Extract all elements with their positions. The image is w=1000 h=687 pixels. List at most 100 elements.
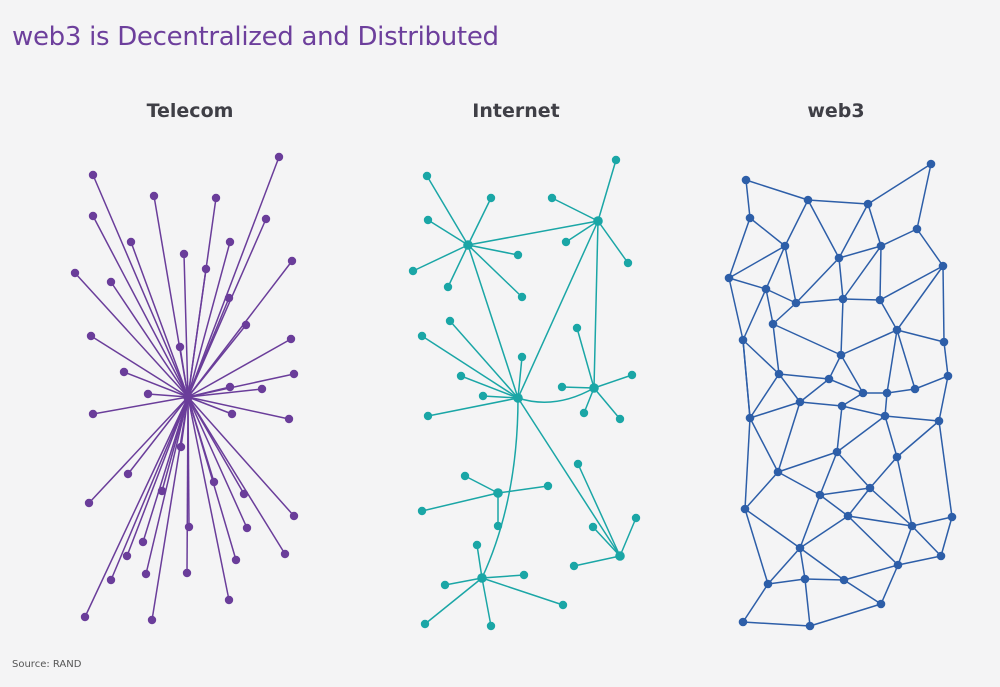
web3-link: [749, 217, 786, 247]
web3-link: [841, 405, 886, 417]
web3-node: [893, 560, 903, 570]
telecom-node: [70, 268, 80, 278]
internet-hub-node: [589, 383, 599, 393]
web3-node: [926, 159, 936, 169]
internet-link: [481, 577, 492, 627]
telecom-link: [123, 371, 189, 398]
web3-link: [914, 375, 949, 390]
telecom-link: [127, 396, 189, 475]
web3-link: [772, 302, 797, 325]
telecom-link: [183, 253, 189, 398]
internet-link: [424, 577, 483, 625]
internet-node: [478, 391, 488, 401]
web3-link: [886, 388, 916, 394]
web3-link: [784, 199, 809, 247]
internet-node: [472, 540, 482, 550]
web3-link: [799, 547, 845, 581]
web3-link: [765, 288, 774, 325]
telecom-node: [274, 152, 284, 162]
web3-node: [938, 261, 948, 271]
telecom-node: [286, 334, 296, 344]
web3-node: [724, 273, 734, 283]
internet-label: Internet: [472, 100, 560, 122]
internet-link: [464, 475, 499, 494]
web3-link: [744, 508, 801, 549]
telecom-node: [239, 489, 249, 499]
internet-hub-link: [481, 397, 519, 579]
internet-link: [426, 175, 469, 246]
telecom-node: [88, 170, 98, 180]
web3-link: [911, 525, 942, 557]
internet-link: [460, 375, 519, 399]
web3-node: [882, 388, 892, 398]
telecom-node: [88, 409, 98, 419]
internet-link: [444, 577, 483, 586]
internet-node: [417, 331, 427, 341]
internet-node: [422, 171, 432, 181]
web3-link: [897, 555, 942, 566]
telecom-node: [257, 384, 267, 394]
telecom-node: [284, 414, 294, 424]
web3-node: [761, 284, 771, 294]
internet-node: [611, 155, 621, 165]
web3-link: [749, 373, 780, 419]
telecom-link: [187, 396, 286, 555]
web3-link: [778, 373, 830, 380]
internet-link: [467, 244, 523, 298]
telecom-link: [92, 215, 189, 398]
telecom-node: [225, 237, 235, 247]
web3-link: [744, 508, 769, 585]
web3-link: [772, 323, 780, 375]
web3-link: [842, 298, 881, 301]
web3-link: [807, 199, 869, 205]
web3-node: [912, 224, 922, 234]
internet-link: [597, 220, 629, 264]
internet-link: [597, 159, 617, 222]
telecom-link: [147, 393, 189, 398]
web3-link: [777, 471, 821, 496]
web3-node: [824, 374, 834, 384]
web3-link: [765, 288, 797, 304]
web3-node: [795, 397, 805, 407]
web3-link: [728, 277, 767, 290]
web3-link: [838, 203, 869, 259]
web3-node: [738, 335, 748, 345]
telecom-link: [179, 346, 189, 398]
internet-node: [557, 382, 567, 392]
internet-node: [631, 513, 641, 523]
telecom-node: [280, 549, 290, 559]
web3-link: [728, 217, 751, 279]
internet-node: [543, 481, 553, 491]
web3-link: [728, 277, 744, 341]
internet-node: [573, 459, 583, 469]
telecom-node: [119, 367, 129, 377]
web3-link: [879, 299, 898, 331]
web3-node: [837, 401, 847, 411]
telecom-node: [147, 615, 157, 625]
telecom-node: [224, 293, 234, 303]
internet-hub-node: [493, 488, 503, 498]
telecom-link: [92, 396, 189, 415]
telecom-node: [138, 537, 148, 547]
web3-link: [884, 415, 898, 458]
web3-node: [910, 384, 920, 394]
internet-node: [588, 522, 598, 532]
internet-node: [423, 215, 433, 225]
internet-node: [408, 266, 418, 276]
web3-link: [828, 378, 864, 394]
telecom-link: [187, 268, 207, 398]
telecom-node: [287, 256, 297, 266]
web3-link: [836, 451, 871, 489]
internet-node: [569, 561, 579, 571]
telecom-link: [187, 297, 230, 398]
web3-node: [892, 452, 902, 462]
web3-node: [876, 599, 886, 609]
web3-node: [880, 411, 890, 421]
web3-link: [942, 265, 945, 343]
internet-node: [486, 193, 496, 203]
web3-node: [839, 575, 849, 585]
web3-link: [819, 451, 838, 496]
web3-link: [749, 401, 801, 419]
internet-hub-link: [593, 220, 599, 389]
